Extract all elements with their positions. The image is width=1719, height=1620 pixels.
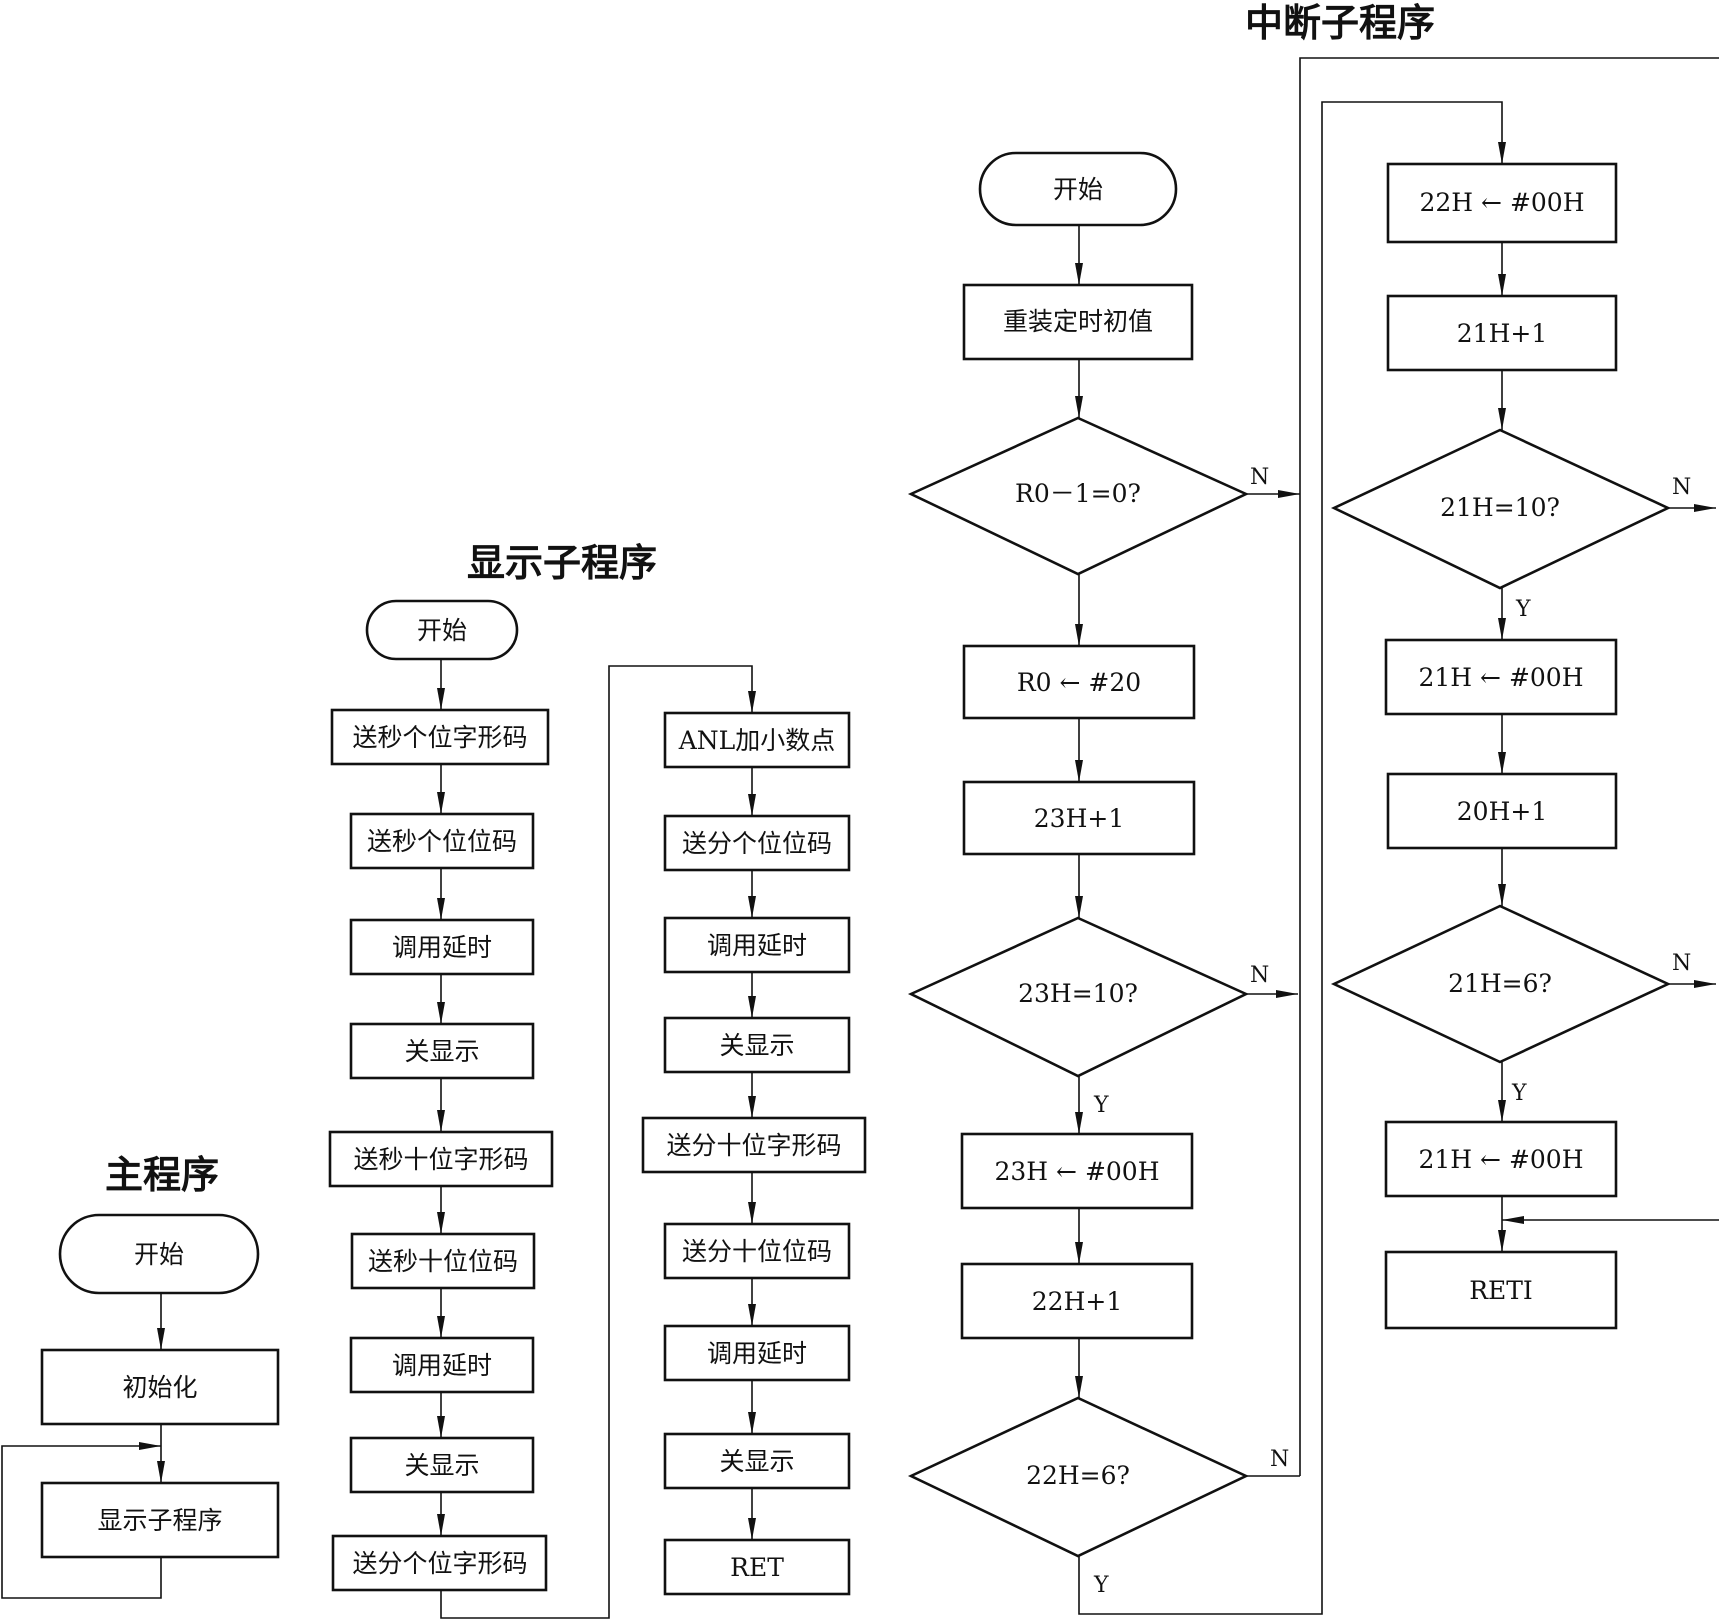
interrupt-decision-r0: [907, 416, 1250, 576]
display-step-label: 调用延时: [707, 931, 807, 960]
branch-no-label: N: [1672, 951, 1691, 976]
interrupt-decision-21h-10: [1330, 428, 1672, 590]
display-step-label: 调用延时: [392, 933, 492, 962]
display-step-label: 关显示: [404, 1037, 479, 1066]
interrupt-subroutine-title: 中断子程序: [1245, 0, 1435, 45]
display-step-box: [349, 812, 535, 870]
display-step-label: 送分十位字形码: [666, 1131, 841, 1160]
display-ret-label: RET: [730, 1553, 784, 1582]
branch-no-label: N: [1250, 963, 1269, 988]
display-step-box: [663, 1432, 851, 1490]
display-step-box: [330, 708, 550, 766]
interrupt-reload-box: [962, 283, 1194, 361]
display-step-label: 送秒个位位码: [367, 827, 517, 856]
display-step-box: [663, 814, 851, 872]
interrupt-decision-r0-label: R0－1=0?: [1015, 479, 1141, 508]
display-step-label: 送分个位字形码: [352, 1549, 527, 1578]
main-loop-arrow: [1, 1442, 162, 1599]
display-step-label: 送秒十位字形码: [353, 1145, 528, 1174]
interrupt-clr21b-label: 21H ← #00H: [1418, 1145, 1583, 1174]
branch-yes-label: Y: [1511, 1081, 1527, 1106]
display-step-label: 调用延时: [707, 1339, 807, 1368]
interrupt-inc20-label: 20H+1: [1457, 797, 1547, 826]
interrupt-reload-label: 重装定时初值: [1003, 307, 1153, 336]
interrupt-set-r0-box: [962, 644, 1196, 720]
interrupt-decision-23h-label: 23H=10?: [1018, 979, 1138, 1008]
interrupt-decision-23h: [907, 916, 1250, 1078]
display-step-box: [663, 711, 851, 769]
branch-no-label: N: [1270, 1447, 1289, 1472]
branch-yes-label: Y: [1515, 597, 1531, 622]
interrupt-clr21b-box: [1384, 1120, 1618, 1198]
display-step-label: 关显示: [719, 1447, 794, 1476]
interrupt-reti-box: [1384, 1250, 1618, 1330]
main-display-call-box: [40, 1481, 280, 1559]
display-step-label: ANL加小数点: [678, 726, 836, 755]
interrupt-start-terminal: [978, 151, 1178, 227]
main-init-box: [40, 1348, 280, 1426]
display-step-label: 送秒十位位码: [368, 1247, 518, 1276]
main-display-call-label: 显示子程序: [97, 1506, 222, 1535]
interrupt-subroutine: 开始 重装定时初值 R0－1=0? R0 ← #20 23H+1 23H=10?…: [907, 57, 1719, 1615]
interrupt-decision-22h-label: 22H=6?: [1026, 1461, 1130, 1490]
interrupt-clr21a-label: 21H ← #00H: [1418, 663, 1583, 692]
display-step-box: [663, 1324, 851, 1382]
display-ret-box: [663, 1538, 851, 1596]
display-step-box: [331, 1534, 548, 1592]
branch-no-label: N: [1672, 475, 1691, 500]
display-step-label: 关显示: [404, 1451, 479, 1480]
main-start-terminal: [58, 1213, 260, 1295]
display-step-box: [349, 1436, 535, 1494]
interrupt-decision-21h-6: [1330, 904, 1672, 1064]
display-subroutine: 开始 送秒个位字形码 送秒个位位码 调用延时 关显示 送秒十位字形码 送秒十位位…: [328, 599, 867, 1619]
display-step-label: 送秒个位字形码: [352, 723, 527, 752]
branch-yes-label: Y: [1093, 1573, 1109, 1598]
interrupt-inc21-label: 21H+1: [1457, 319, 1547, 348]
interrupt-return-to-reti: [1502, 1216, 1719, 1224]
branch-yes-label: Y: [1093, 1093, 1109, 1118]
display-step-label: 送分个位位码: [682, 829, 832, 858]
interrupt-inc23-label: 23H+1: [1034, 804, 1124, 833]
display-start-terminal: [365, 599, 519, 661]
display-step-box: [641, 1116, 867, 1174]
main-init-label: 初始化: [122, 1373, 197, 1402]
display-subroutine-title: 显示子程序: [467, 540, 657, 585]
display-step-label: 关显示: [719, 1031, 794, 1060]
interrupt-clr23-box: [960, 1132, 1194, 1210]
interrupt-decision-21h-6-label: 21H=6?: [1448, 969, 1552, 998]
display-step-box: [663, 1016, 851, 1074]
display-step-box: [349, 1336, 535, 1394]
interrupt-clr23-label: 23H ← #00H: [994, 1157, 1159, 1186]
interrupt-return-bus: [1299, 57, 1719, 1476]
interrupt-clr21a-box: [1384, 638, 1618, 716]
branch-no-label: N: [1250, 465, 1269, 490]
display-step-label: 送分十位位码: [682, 1237, 832, 1266]
display-start-label: 开始: [417, 616, 467, 645]
interrupt-inc22-box: [960, 1262, 1194, 1340]
main-program-title: 主程序: [105, 1152, 219, 1197]
display-column-connector: [440, 665, 756, 1619]
interrupt-set-r0-label: R0 ← #20: [1017, 668, 1141, 697]
interrupt-decision-22h: [907, 1396, 1250, 1558]
interrupt-reti-label: RETI: [1469, 1276, 1533, 1305]
main-program: 开始 初始化 显示子程序: [1, 1213, 280, 1599]
interrupt-start-label: 开始: [1053, 175, 1103, 204]
display-step-box: [663, 916, 851, 974]
display-step-box: [663, 1222, 851, 1280]
display-step-box: [349, 1022, 535, 1080]
display-step-box: [350, 1232, 536, 1290]
main-start-label: 开始: [134, 1240, 184, 1269]
display-step-label: 调用延时: [392, 1351, 492, 1380]
interrupt-clr22-label: 22H ← #00H: [1419, 188, 1584, 217]
display-step-box: [349, 918, 535, 976]
interrupt-inc22-label: 22H+1: [1032, 1287, 1122, 1316]
interrupt-yes-connector: [1078, 101, 1506, 1615]
interrupt-decision-21h-10-label: 21H=10?: [1440, 493, 1560, 522]
